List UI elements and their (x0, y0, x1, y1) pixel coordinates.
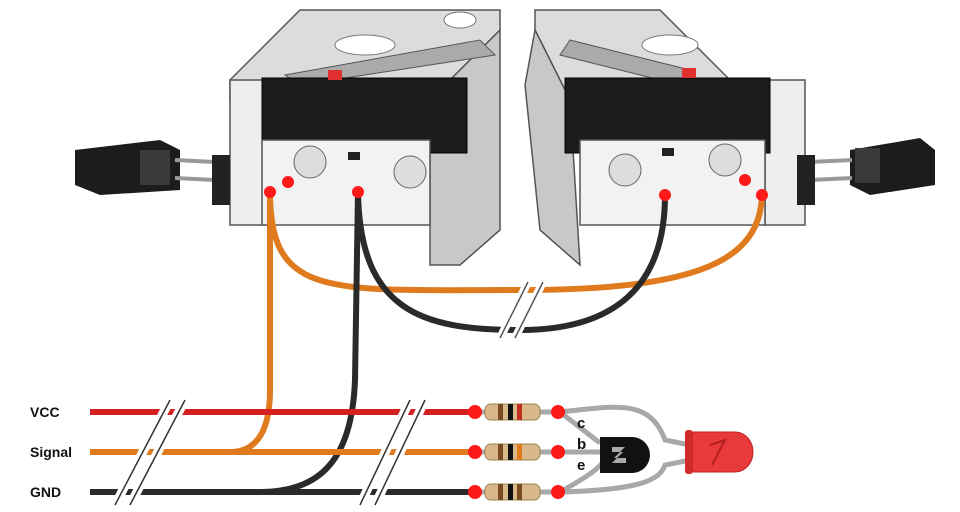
resistors (484, 403, 541, 501)
led (685, 430, 754, 474)
left-header-connector (75, 140, 230, 205)
bus-break-marks (114, 399, 426, 506)
right-header-connector (797, 138, 935, 205)
npn-transistor (600, 437, 650, 473)
resistor-vcc (484, 403, 541, 421)
signal-label: Signal (30, 444, 72, 460)
transistor-pin-b: b (577, 436, 586, 453)
gnd-label: GND (30, 484, 61, 500)
transistor-pin-c: c (577, 415, 585, 432)
vcc-label: VCC (30, 404, 60, 420)
resistor-gnd (484, 483, 541, 501)
junction-dots (264, 174, 768, 499)
resistor-signal (484, 443, 541, 461)
transistor-pin-e: e (577, 457, 585, 474)
right-limit-switch (524, 9, 806, 267)
